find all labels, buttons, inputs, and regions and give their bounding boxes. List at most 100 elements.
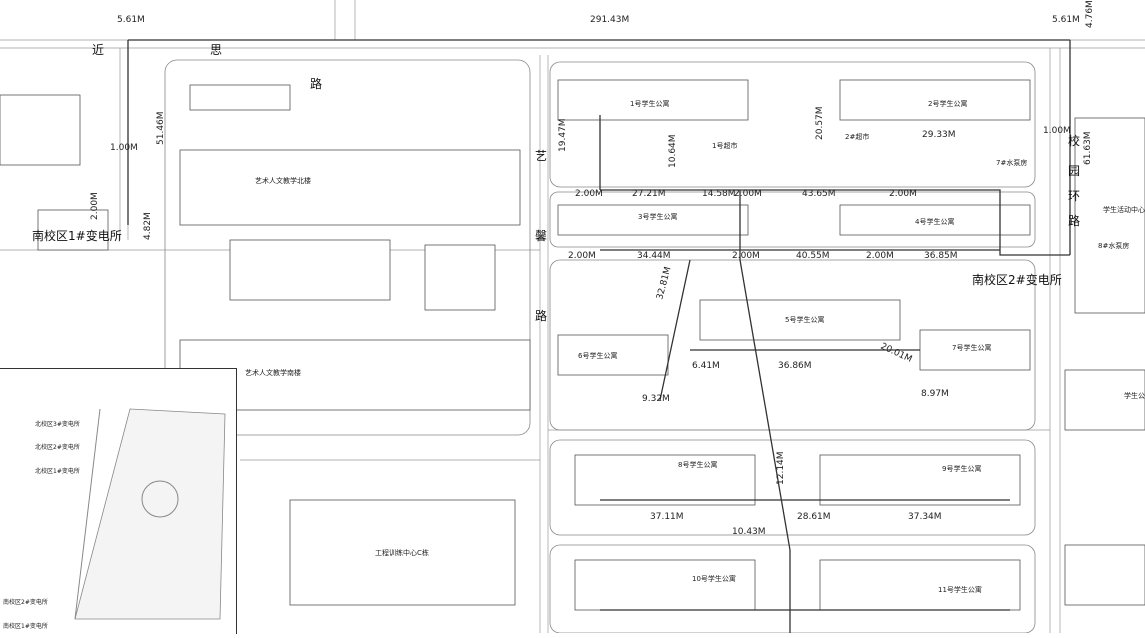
dim-12-14: 12.14M [776, 451, 786, 485]
substation-1-building [37, 209, 109, 251]
student-east-label: 学生公 [1124, 391, 1145, 400]
dim-1-00-b: 1.00M [1043, 126, 1071, 136]
dorm-block-1 [549, 61, 1036, 188]
dim-40-55: 40.55M [796, 251, 830, 261]
dorm-6-label: 6号学生公寓 [578, 351, 617, 360]
dim-8-97: 8.97M [921, 389, 949, 399]
substation-1-label: 南校区1#变电所 [32, 228, 122, 243]
road-east-char-4: 路 [1068, 213, 1080, 228]
dorm-4 [839, 204, 1031, 236]
dim-6-41: 6.41M [692, 361, 720, 371]
academic-north-label: 艺术人文教学北楼 [255, 176, 311, 185]
substation-1-area [0, 94, 81, 166]
dim-top-3: 5.61M [1052, 15, 1080, 25]
dorm-7-label: 7号学生公寓 [952, 343, 991, 352]
road-east-char-3: 环 [1068, 189, 1080, 203]
dim-36-86: 36.86M [778, 361, 812, 371]
dorm-2-label: 2号学生公寓 [928, 99, 967, 108]
dorm-block-3 [549, 259, 1036, 431]
dorm-block-2 [549, 191, 1036, 248]
training-center-label: 工程训练中心C栋 [375, 548, 429, 557]
road-north-char-1: 近 [92, 43, 104, 57]
inset-map-drawing: 北校区3#变电所 北校区2#变电所 北校区1#变电所 南校区2#变电所 南校区1… [3, 408, 226, 630]
substation-2-label: 南校区2#变电所 [972, 272, 1062, 287]
dim-2-00-b: 2.00M [734, 189, 762, 199]
dim-28-61: 28.61M [797, 512, 831, 522]
inset-label-1: 北校区3#变电所 [35, 420, 80, 428]
dorm-5 [699, 299, 901, 341]
inset-label-3: 北校区1#变电所 [35, 467, 80, 475]
dim-2-00-e: 2.00M [732, 251, 760, 261]
dim-10-64: 10.64M [668, 134, 678, 168]
road-east-char-2: 园 [1068, 164, 1080, 178]
road-east-char-1: 校 [1068, 133, 1080, 148]
dim-29-33: 29.33M [922, 130, 956, 140]
student-dorm-east-b [1064, 544, 1145, 606]
dorm-3 [557, 204, 749, 236]
dim-36-85: 36.85M [924, 251, 958, 261]
dim-10-43: 10.43M [732, 527, 766, 537]
dim-27-21: 27.21M [632, 189, 666, 199]
training-center-c [289, 499, 516, 606]
road-mid-char-2: 馨 [535, 228, 547, 243]
student-activity-center [1074, 117, 1145, 314]
dim-2-00-f: 2.00M [866, 251, 894, 261]
dim-51-46: 51.46M [156, 111, 166, 145]
academic-north-building [179, 149, 521, 226]
dorm-block-4 [549, 439, 1036, 536]
dorm-10-label: 10号学生公寓 [692, 574, 736, 583]
dorm-4-label: 4号学生公寓 [915, 217, 954, 226]
road-north-char-3: 路 [310, 76, 322, 91]
dim-9-32: 9.32M [642, 394, 670, 404]
dorm-1-label: 1号学生公寓 [630, 99, 669, 108]
road-mid-char-3: 路 [535, 308, 547, 323]
dim-top-1: 5.61M [117, 15, 145, 25]
dorm-2 [839, 79, 1031, 121]
dim-20-57: 20.57M [815, 106, 825, 140]
dorm-6 [557, 334, 669, 376]
dorm-8 [574, 454, 756, 506]
dorm-3-label: 3号学生公寓 [638, 212, 677, 221]
road-north-char-2: 思 [210, 43, 222, 57]
dorm-9-label: 9号学生公寓 [942, 464, 981, 473]
dim-2-00-a: 2.00M [575, 189, 603, 199]
dim-32-81: 32.81M [655, 266, 673, 301]
dim-2-00-d: 2.00M [568, 251, 596, 261]
dorm-11 [819, 559, 1021, 611]
inset-label-5: 南校区1#变电所 [3, 622, 48, 630]
pump-8-label: 8#水泵房 [1098, 241, 1129, 250]
dim-61-63: 61.63M [1083, 131, 1093, 165]
dorm-10 [574, 559, 756, 611]
activity-center-label: 学生活动中心 [1103, 205, 1145, 214]
dorm-8-label: 8号学生公寓 [678, 460, 717, 469]
dorm-5-label: 5号学生公寓 [785, 315, 824, 324]
dim-2-00-g: 2.00M [90, 192, 100, 220]
dorm-1 [557, 79, 749, 121]
academic-courtyard [229, 239, 391, 301]
dim-43-65: 43.65M [802, 189, 836, 199]
cable-routes [127, 39, 1071, 633]
road-mid-char-1: 艺 [535, 149, 547, 163]
top-road-length: 291.43M [590, 15, 629, 25]
pump-7-label: 7#水泵房 [996, 158, 1027, 167]
dim-2-00-c: 2.00M [889, 189, 917, 199]
inset-label-4: 南校区2#变电所 [3, 598, 48, 606]
academic-annex [189, 84, 291, 111]
academic-south-building [179, 339, 531, 411]
dim-20-01: 20.01M [879, 342, 914, 365]
academic-tower-2 [424, 244, 496, 311]
location-inset-map: 北校区3#变电所 北校区2#变电所 北校区1#变电所 南校区2#变电所 南校区1… [0, 368, 237, 634]
academic-block [164, 59, 531, 436]
dorm-7 [919, 329, 1031, 371]
dim-37-11: 37.11M [650, 512, 684, 522]
dim-37-34: 37.34M [908, 512, 942, 522]
dim-top-4: 4.76M [1085, 0, 1095, 28]
dim-34-44: 34.44M [637, 251, 671, 261]
dim-19-47: 19.47M [558, 118, 568, 152]
dim-top-2: 4.82M [143, 212, 153, 240]
dorm-block-5 [549, 544, 1036, 633]
dim-14-58: 14.58M [702, 189, 736, 199]
supermarket-2-label: 2#超市 [845, 132, 869, 141]
student-dorm-east-a [1064, 369, 1145, 431]
